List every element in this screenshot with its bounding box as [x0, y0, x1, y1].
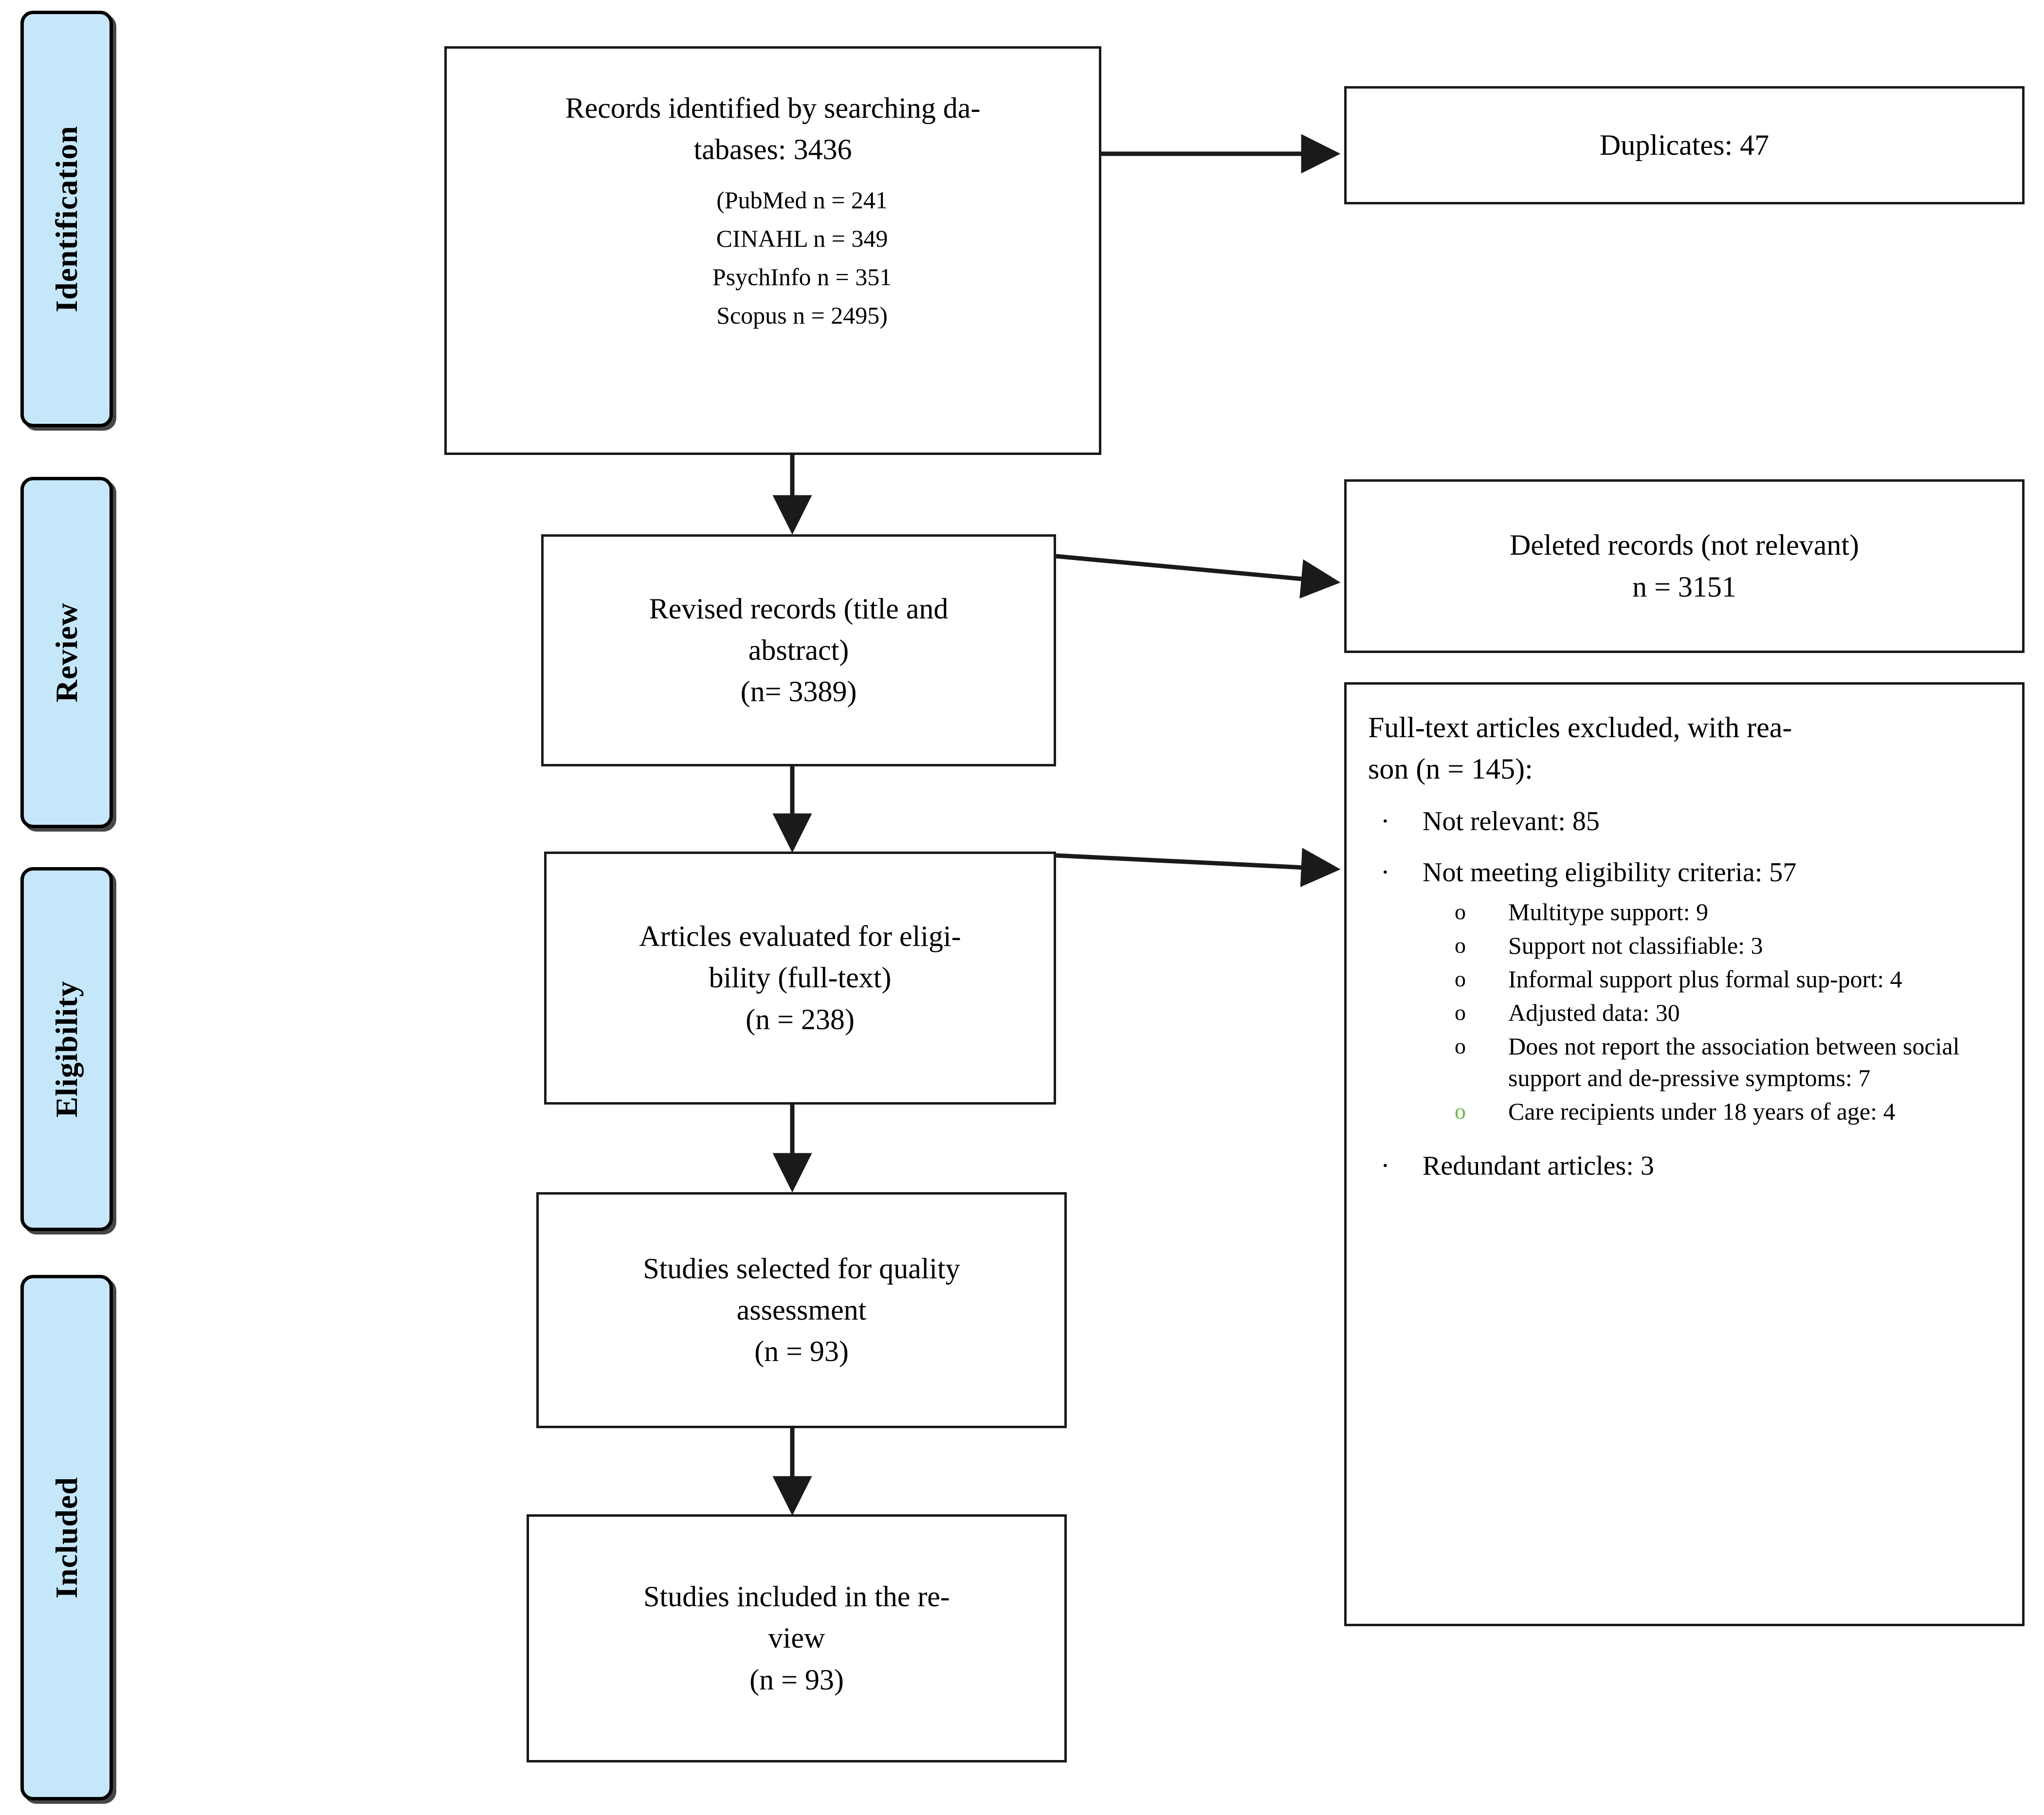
excluded-subreason-item: o Care recipients under 18 years of age:… [1451, 1096, 2008, 1127]
bullet-dot-icon: · [1381, 1151, 1390, 1181]
excluded-reason-item: · Not relevant: 85 [1368, 802, 2008, 840]
studies-included-line-2: view [768, 1622, 825, 1654]
excluded-subreason-text: Care recipients under 18 years of age: 4 [1508, 1098, 1896, 1125]
excluded-subreason-item: o Multitype support: 9 [1451, 896, 2008, 928]
bullet-circle-icon: o [1455, 966, 1466, 992]
articles-evaluated-line-3: (n = 238) [746, 1003, 855, 1035]
source-cinahl: CINAHL n = 349 [716, 225, 888, 253]
records-identified-title: Records identified by searching da- taba… [476, 75, 1070, 170]
excluded-heading-line-1: Full-text articles excluded, with rea- [1368, 711, 1792, 744]
excluded-subreason-item: o Does not report the association betwee… [1451, 1031, 2008, 1094]
excluded-subreason-item: o Informal support plus formal sup-port:… [1451, 963, 2008, 995]
bullet-dot-icon: · [1381, 857, 1390, 888]
excluded-reason-item: · Not meeting eligibility criteria: 57 [1368, 853, 2008, 891]
records-identified-line-1: Records identified by searching da- [565, 92, 981, 124]
records-identified-sources: (PubMed n = 241 CINAHL n = 349 PsychInfo… [476, 181, 1070, 335]
excluded-reason-item: · Redundant articles: 3 [1368, 1147, 2008, 1185]
excluded-subreason-item: o Adjusted data: 30 [1451, 997, 2008, 1029]
studies-quality-line-1: Studies selected for quality [643, 1252, 960, 1285]
stage-bar-identification: Identification [20, 11, 113, 427]
stage-label-included: Included [49, 1477, 84, 1598]
excluded-reason-text: Not relevant: 85 [1423, 806, 1600, 837]
excluded-subreason-text: Informal support plus formal sup-port: 4 [1508, 965, 1902, 993]
stage-bar-review: Review [20, 477, 113, 828]
stage-label-identification: Identification [49, 126, 84, 312]
duplicates-line-1: Duplicates: 47 [1599, 128, 1770, 161]
records-identified-line-2: tabases: 3436 [694, 133, 852, 166]
excluded-reason-list: · Not relevant: 85 · Not meeting eligibi… [1368, 802, 2008, 1185]
excluded-subreason-text: Multitype support: 9 [1508, 898, 1709, 926]
excluded-subreason-item: o Support not classifiable: 3 [1451, 930, 2008, 962]
stage-bar-included: Included [20, 1275, 113, 1800]
box-records-identified: Records identified by searching da- taba… [444, 46, 1101, 455]
revised-records-line-2: abstract) [748, 634, 849, 666]
box-excluded-with-reasons: Full-text articles excluded, with rea- s… [1344, 682, 2025, 1626]
bullet-circle-icon-green: o [1455, 1099, 1466, 1124]
studies-quality-line-2: assessment [736, 1293, 867, 1326]
source-pubmed: (PubMed n = 241 [716, 186, 888, 214]
studies-included-line-3: (n = 93) [749, 1663, 844, 1696]
bullet-circle-icon: o [1455, 1000, 1466, 1025]
studies-included-line-1: Studies included in the re- [643, 1580, 950, 1613]
box-deleted-records: Deleted records (not relevant) n = 3151 [1344, 479, 2025, 653]
deleted-records-line-1: Deleted records (not relevant) [1510, 529, 1859, 562]
stage-label-review: Review [49, 602, 84, 703]
articles-evaluated-line-2: bility (full-text) [709, 962, 892, 994]
excluded-heading-line-2: son (n = 145): [1368, 753, 1533, 785]
revised-records-line-3: (n= 3389) [740, 675, 857, 708]
box-studies-included: Studies included in the re- view (n = 93… [527, 1514, 1067, 1762]
stage-label-eligibility: Eligibility [49, 980, 84, 1118]
excluded-heading: Full-text articles excluded, with rea- s… [1368, 707, 2008, 790]
connector-revised-to-deleted [1056, 554, 1341, 599]
excluded-subreason-text: Adjusted data: 30 [1508, 999, 1680, 1027]
studies-quality-line-3: (n = 93) [754, 1335, 849, 1368]
connector-evaluated-to-excluded [1056, 848, 1341, 888]
articles-evaluated-line-1: Articles evaluated for eligi- [639, 920, 961, 953]
stage-bar-eligibility: Eligibility [20, 867, 113, 1231]
deleted-records-line-2: n = 3151 [1632, 570, 1736, 603]
excluded-subreason-text: Does not report the association between … [1508, 1033, 1960, 1092]
excluded-subreason-text: Support not classifiable: 3 [1508, 932, 1763, 960]
bullet-circle-icon: o [1455, 933, 1466, 958]
excluded-reason-text: Not meeting eligibility criteria: 57 [1423, 857, 1797, 888]
bullet-circle-icon: o [1455, 1034, 1466, 1059]
source-scopus: Scopus n = 2495) [716, 302, 888, 329]
revised-records-line-1: Revised records (title and [649, 592, 949, 625]
box-studies-quality-assessment: Studies selected for quality assessment … [536, 1192, 1067, 1428]
box-revised-records: Revised records (title and abstract) (n=… [541, 534, 1056, 766]
box-duplicates: Duplicates: 47 [1344, 86, 2025, 204]
bullet-circle-icon: o [1455, 899, 1466, 925]
excluded-subreason-list: o Multitype support: 9 o Support not cla… [1451, 896, 2008, 1127]
bullet-dot-icon: · [1381, 806, 1390, 837]
excluded-reason-text: Redundant articles: 3 [1423, 1151, 1654, 1181]
box-articles-evaluated: Articles evaluated for eligi- bility (fu… [544, 852, 1056, 1105]
source-psychinfo: PsychInfo n = 351 [712, 263, 892, 291]
